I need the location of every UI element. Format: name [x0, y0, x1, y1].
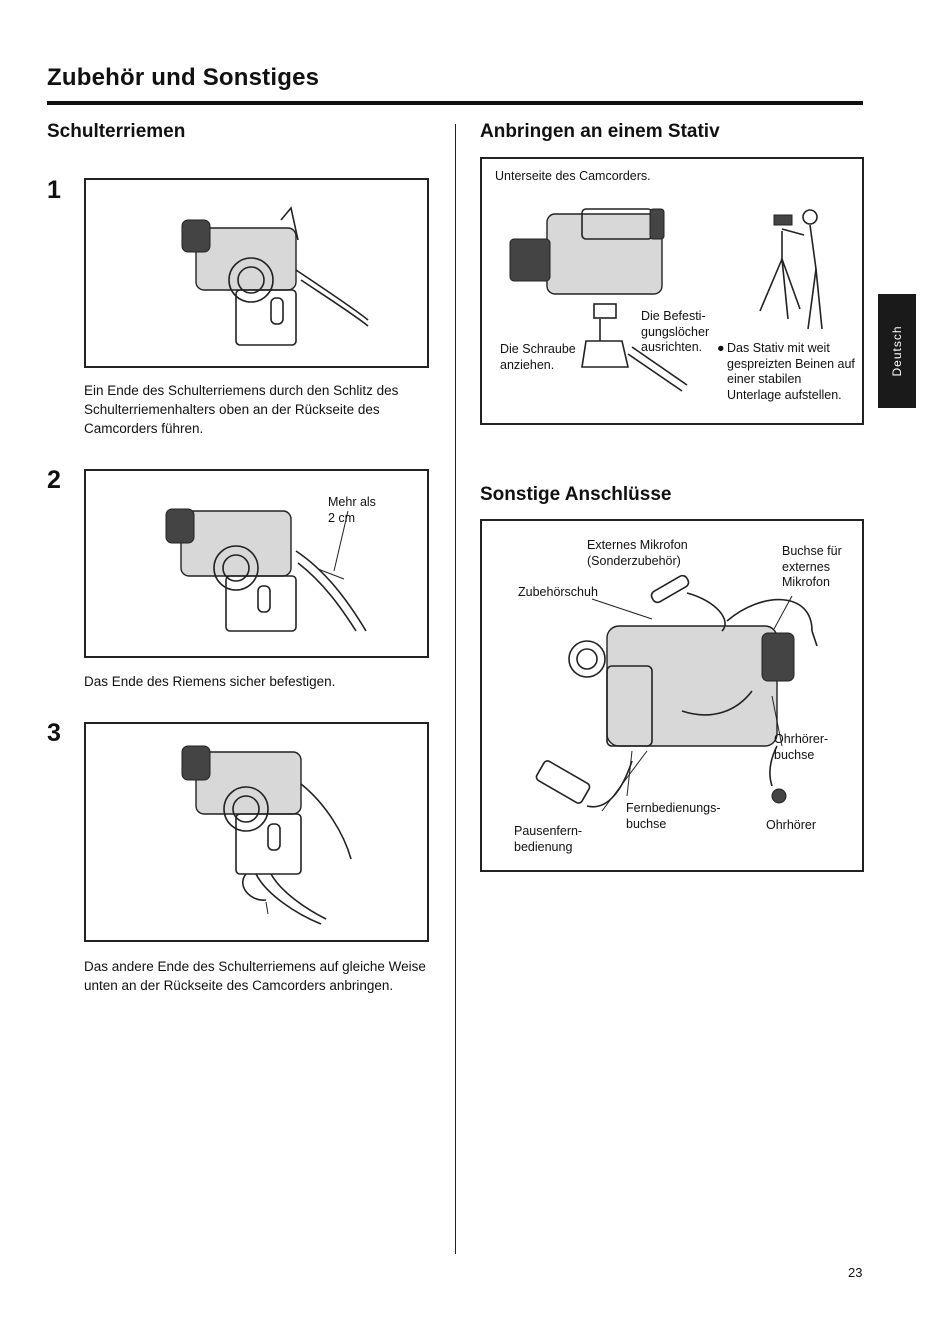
tripod-figure: Unterseite des Camcorders. Die Befesti- …	[480, 157, 864, 425]
step-2-figure: Mehr als 2 cm	[84, 469, 429, 658]
shoulder-strap-heading: Schulterriemen	[47, 121, 186, 142]
earphone-jack-label: Ohrhörer- buchse	[774, 732, 829, 762]
mounting-holes-label: Die Befesti- gungslöcher ausrichten.	[641, 309, 710, 354]
remote-jack-label: Fernbedienungs- buchse	[626, 801, 721, 831]
bullet-icon: ●	[717, 341, 725, 355]
page-number: 23	[848, 1265, 863, 1280]
step-1-number: 1	[47, 176, 61, 204]
strap-length-label: Mehr als 2 cm	[328, 495, 376, 525]
tripod-note-text: Das Stativ mit weit gespreizten Beinen a…	[727, 341, 855, 402]
step-3-text: Das andere Ende des Schulterriemens auf …	[84, 959, 426, 993]
step-3-number: 3	[47, 719, 61, 747]
title-rule	[47, 101, 863, 105]
camcorder-strap-illustration-2	[165, 508, 367, 632]
step-2-text: Das Ende des Riemens sicher befestigen.	[84, 674, 336, 689]
connections-heading: Sonstige Anschlüsse	[480, 484, 672, 505]
step-1-text: Ein Ende des Schulterriemens durch den S…	[84, 383, 399, 436]
step-3-figure	[84, 722, 429, 942]
tighten-screw-label: Die Schraube anziehen.	[500, 342, 576, 372]
language-tab-label: Deutsch	[890, 325, 904, 377]
external-mic-label: Externes Mikrofon (Sonderzubehör)	[587, 538, 688, 568]
column-divider	[455, 124, 456, 1254]
page-title: Zubehör und Sonstiges	[47, 64, 320, 91]
mic-jack-label: Buchse für externes Mikrofon	[782, 544, 842, 589]
camcorder-strap-illustration-3	[181, 745, 352, 925]
camcorder-underside-illustration	[509, 208, 823, 392]
camcorder-connections-illustration	[535, 574, 818, 812]
step-1-figure	[84, 178, 429, 368]
accessory-shoe-label: Zubehörschuh	[518, 585, 598, 599]
tripod-caption: Unterseite des Camcorders.	[495, 169, 651, 183]
tripod-heading: Anbringen an einem Stativ	[480, 121, 720, 142]
camcorder-strap-illustration-1	[181, 206, 369, 346]
connections-figure: Externes Mikrofon (Sonderzubehör) Buchse…	[480, 519, 864, 872]
language-tab: Deutsch	[878, 294, 916, 408]
tripod-note: ● Das Stativ mit weit gespreizten Beinen…	[717, 341, 857, 403]
earphone-label: Ohrhörer	[766, 818, 817, 832]
pause-remote-label: Pausenfern- bedienung	[514, 824, 583, 854]
step-2-number: 2	[47, 466, 61, 494]
